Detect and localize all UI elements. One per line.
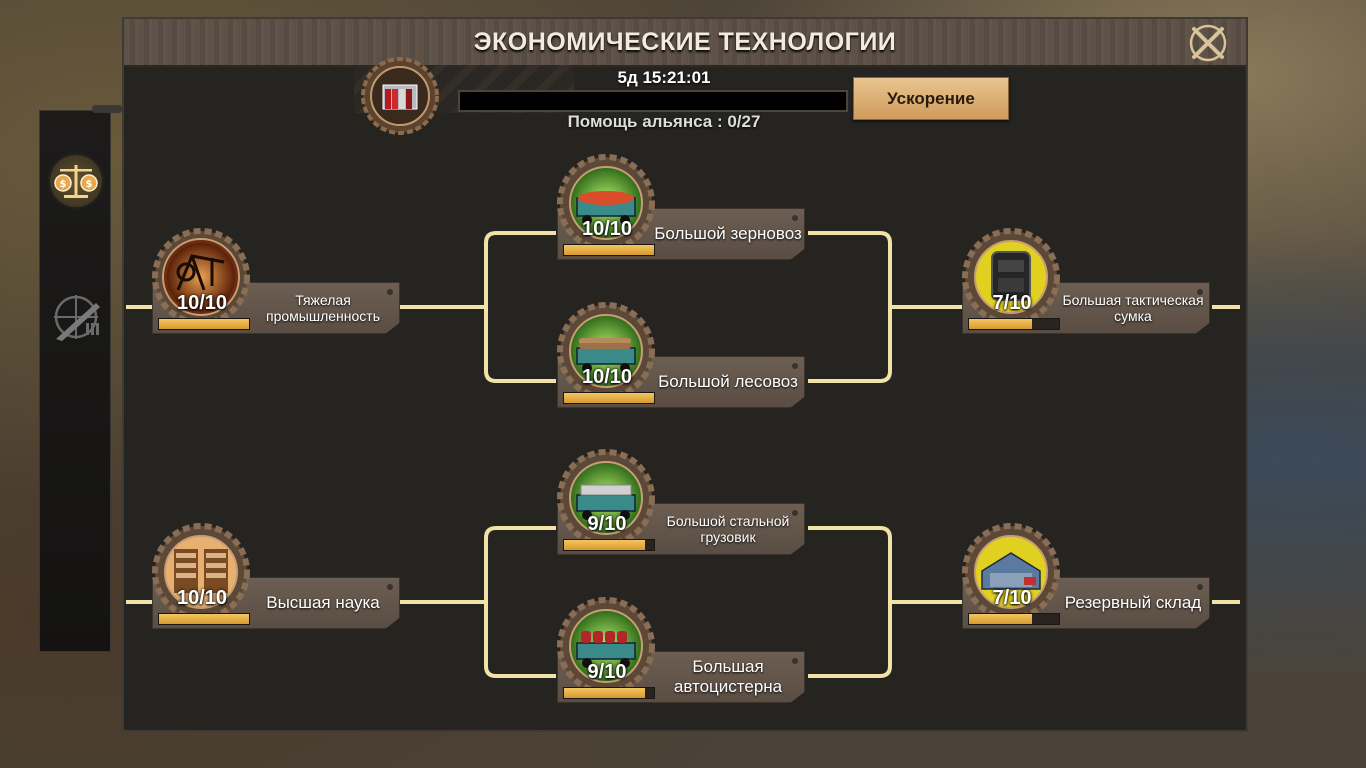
tanker-truck-icon [557,597,655,695]
node-level-bar [968,613,1060,625]
window-title: ЭКОНОМИЧЕСКИЕ ТЕХНОЛОГИИ [473,27,897,56]
tech-node-big-timber-truck[interactable]: 10/10 Большой лесовоз [557,302,809,412]
tech-node-big-tanker[interactable]: 9/10 Большая автоцистерна [557,597,809,707]
node-label: Большой лесовоз [658,372,798,392]
node-level-bar [563,244,655,256]
node-level-fill [564,393,654,403]
node-label: Большая тактическая сумка [1062,291,1204,324]
node-level-fill [969,319,1032,329]
node-level-bar [563,392,655,404]
library-icon [152,523,250,621]
books-icon [361,57,439,135]
node-label: Тяжелая промышленность [266,291,380,324]
node-level-bar [158,318,250,330]
tab-military[interactable] [46,287,106,347]
node-level: 9/10 [587,513,627,535]
node-level: 10/10 [176,587,228,609]
node-level: 9/10 [587,661,627,683]
node-level-bar [158,613,250,625]
node-level-fill [564,688,645,698]
node-label: Большой стальной грузовик [666,512,790,545]
node-level-fill [969,614,1032,624]
node-level-bar [563,687,655,699]
node-label: Большая автоцистерна [673,657,783,696]
tech-node-higher-science[interactable]: 10/10 Высшая наука [152,523,404,633]
close-button[interactable] [1186,22,1230,64]
svg-text:$: $ [60,179,67,190]
alliance-help: Помощь альянса : 0/27 [567,112,761,131]
node-label: Высшая наука [266,593,380,613]
current-research[interactable] [361,57,439,135]
rifle-target-icon [54,295,100,341]
grain-truck-icon [557,154,655,252]
timber-truck-icon [557,302,655,400]
panel-rail [92,105,122,113]
tab-economy[interactable]: $ $ [46,151,106,211]
tech-node-big-steel-truck[interactable]: 9/10 Большой стальной грузовик [557,449,809,559]
node-level: 7/10 [992,587,1032,609]
svg-text:$: $ [86,179,93,190]
steel-truck-icon [557,449,655,547]
node-level: 10/10 [581,366,633,388]
research-progress-bar [458,90,848,112]
tech-node-heavy-industry[interactable]: 10/10 Тяжелая промышленность [152,228,404,338]
window-titlebar: ЭКОНОМИЧЕСКИЕ ТЕХНОЛОГИИ [124,19,1246,67]
speed-up-button[interactable]: Ускорение [853,77,1009,120]
node-label: Резервный склад [1064,593,1202,613]
node-level: 10/10 [581,218,633,240]
node-label: Большой зерновоз [654,224,802,244]
tech-node-big-tactical-bag[interactable]: 7/10 Большая тактическая сумка [962,228,1214,338]
tactical-bag-icon [962,228,1060,326]
node-level: 7/10 [992,292,1032,314]
node-level-bar [563,539,655,551]
crane-icon [152,228,250,326]
node-level-fill [159,319,249,329]
side-tab-panel: $ $ [39,105,122,652]
node-level-fill [159,614,249,624]
node-level: 10/10 [176,292,228,314]
research-timer: 5д 15:21:01 [617,68,711,87]
node-level-bar [968,318,1060,330]
scales-coins-icon: $ $ [50,155,102,207]
close-x-icon [1189,24,1227,62]
tech-node-reserve-warehouse[interactable]: 7/10 Резервный склад [962,523,1214,633]
tech-node-big-grain-truck[interactable]: 10/10 Большой зерновоз [557,154,809,264]
node-level-fill [564,540,645,550]
node-level-fill [564,245,654,255]
